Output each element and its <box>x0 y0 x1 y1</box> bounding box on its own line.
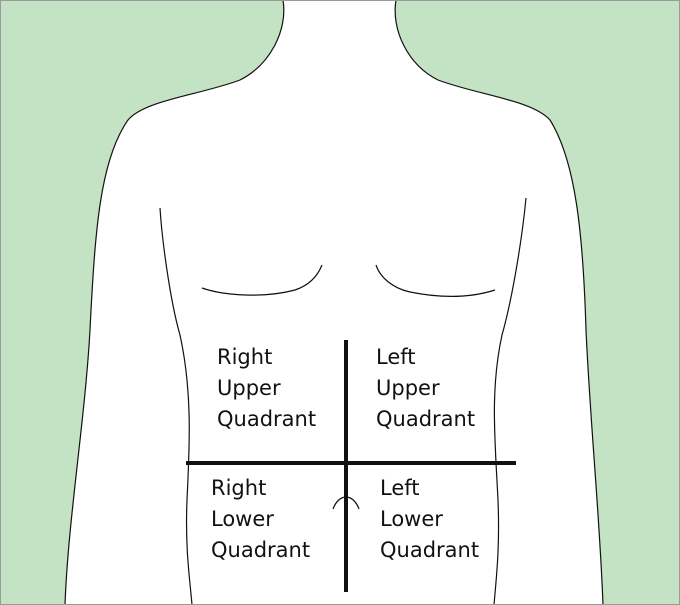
label-left-upper-quadrant: Left Upper Quadrant <box>376 342 475 435</box>
label-right-lower-quadrant: Right Lower Quadrant <box>211 473 310 566</box>
label-line: Upper <box>376 373 475 404</box>
label-line: Quadrant <box>211 535 310 566</box>
label-line: Quadrant <box>376 404 475 435</box>
label-line: Upper <box>217 373 316 404</box>
label-line: Left <box>380 473 479 504</box>
label-left-lower-quadrant: Left Lower Quadrant <box>380 473 479 566</box>
label-line: Right <box>217 342 316 373</box>
label-line: Quadrant <box>217 404 316 435</box>
label-line: Right <box>211 473 310 504</box>
label-line: Quadrant <box>380 535 479 566</box>
label-line: Lower <box>380 504 479 535</box>
label-line: Lower <box>211 504 310 535</box>
label-right-upper-quadrant: Right Upper Quadrant <box>217 342 316 435</box>
label-line: Left <box>376 342 475 373</box>
